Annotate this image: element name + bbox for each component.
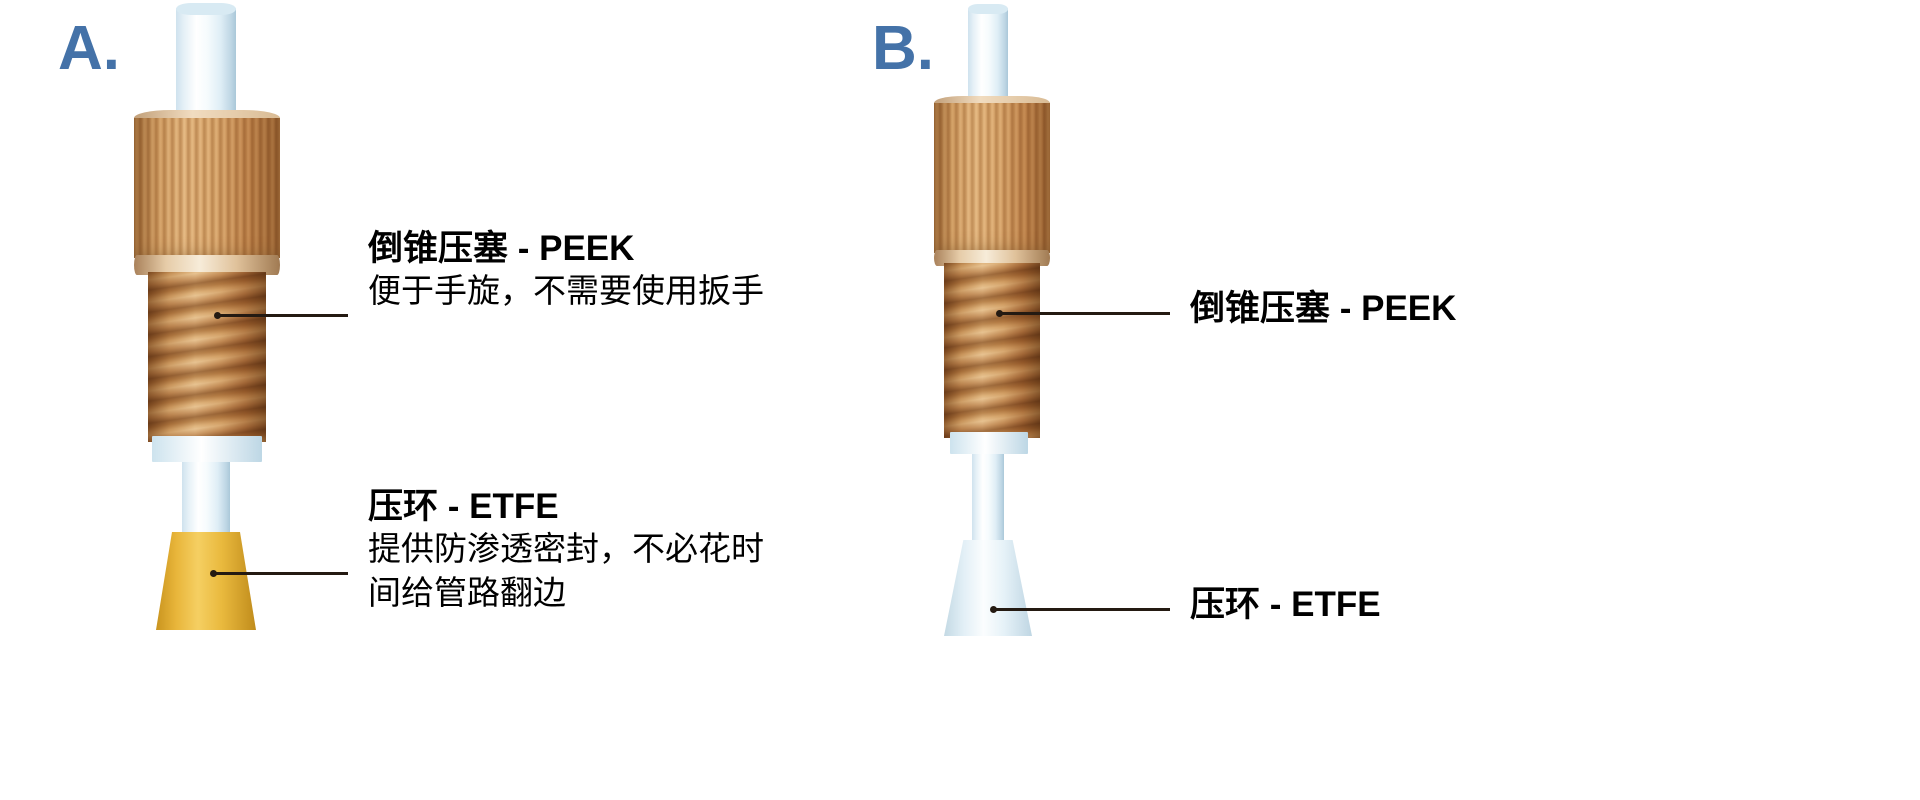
callout-a-ferrule-desc-line-2: 间给管路翻边 [368,573,566,611]
leader-line-a-nut [218,314,348,317]
panel-letter-a: A. [58,14,120,83]
callout-a-ferrule-desc: 提供防渗透密封，不必花时 间给管路翻边 [368,527,764,614]
callout-b-nut-title: 倒锥压塞 - PEEK [1190,289,1457,328]
callout-b-ferrule-title: 压环 - ETFE [1190,585,1381,624]
callout-b-nut: 倒锥压塞 - PEEK [1190,288,1456,329]
tubing-top-cap-a [176,3,236,15]
nut-collar-b [934,250,1050,266]
callout-a-nut-desc: 便于手旋，不需要使用扳手 [368,269,764,313]
ferrule-ring-b [944,540,1032,636]
callout-a-nut-title: 倒锥压塞 - PEEK [368,229,635,268]
callout-a-ferrule: 压环 - ETFE 提供防渗透密封，不必花时 间给管路翻边 [368,486,764,614]
nut-knurled-head-b [934,103,1050,253]
leader-line-b-nut [1000,312,1170,315]
nut-knurled-head-a [134,118,280,258]
leader-line-a-ferrule [214,572,348,575]
leader-anchor-b-nut [996,310,1003,317]
callout-b-ferrule: 压环 - ETFE [1190,584,1381,625]
ferrule-ring-a [156,532,256,630]
tubing-top-cap-b [968,4,1008,14]
tubing-upper-b [968,8,1008,106]
callout-a-ferrule-desc-line-1: 提供防渗透密封，不必花时 [368,530,764,568]
leader-anchor-a-ferrule [210,570,217,577]
tubing-shoulder-b [950,432,1028,454]
callout-a-nut: 倒锥压塞 - PEEK 便于手旋，不需要使用扳手 [368,228,764,313]
nut-threads-b [944,263,1040,438]
leader-anchor-a-nut [214,312,221,319]
callout-a-nut-desc-line-1: 便于手旋，不需要使用扳手 [368,272,764,310]
leader-anchor-b-ferrule [990,606,997,613]
nut-collar-a [134,255,280,275]
tubing-shoulder-a [152,436,262,462]
panel-letter-b: B. [872,14,934,83]
callout-a-ferrule-title: 压环 - ETFE [368,487,559,526]
nut-threads-a [148,272,266,442]
tubing-upper-a [176,8,236,124]
leader-line-b-ferrule [994,608,1170,611]
